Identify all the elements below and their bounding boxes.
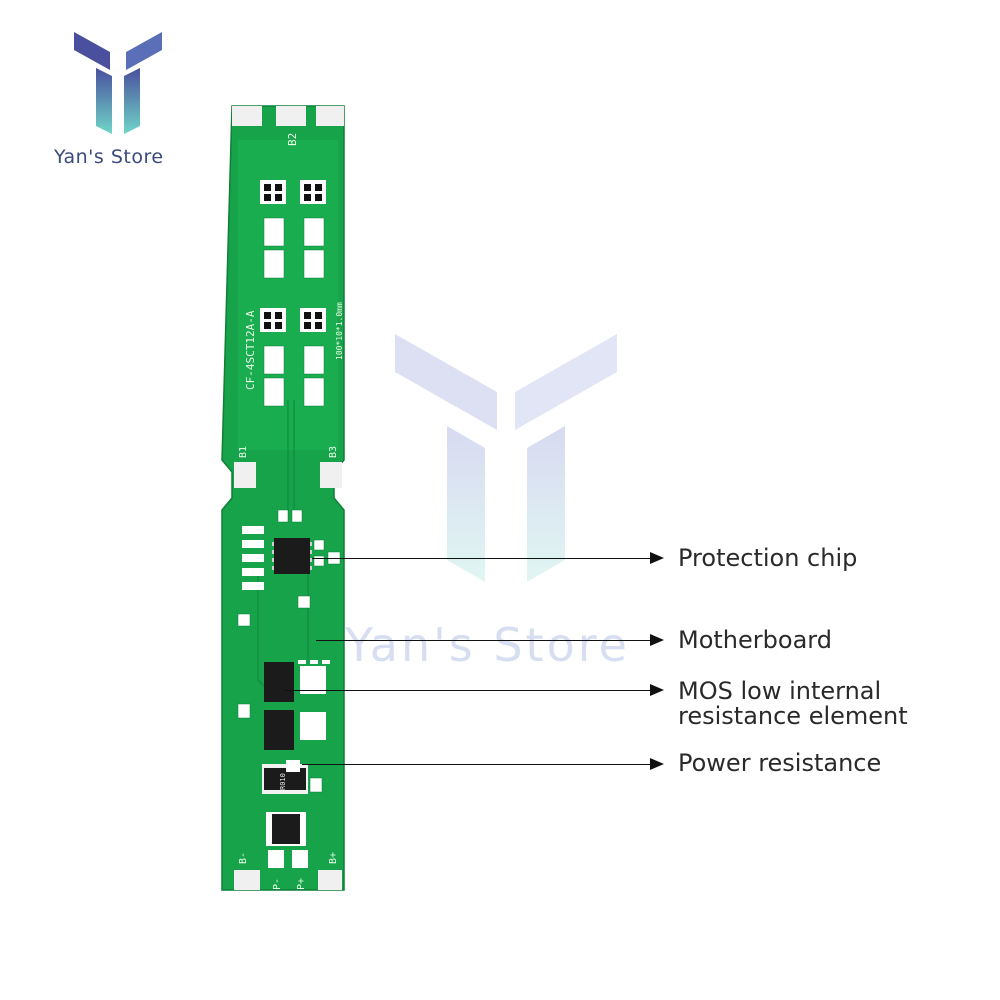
pcb-pad-label-p-plus: P+ — [296, 878, 307, 890]
pcb-resistor-code: R010 — [279, 773, 287, 790]
pcb-pad-label-b-plus: B+ — [328, 852, 339, 864]
callout-line-motherboard — [316, 640, 652, 641]
arrow-right-icon — [650, 552, 664, 564]
watermark-logo-icon — [395, 334, 617, 582]
callout-label-motherboard: Motherboard — [678, 626, 832, 654]
watermark-text: Yan's Store — [345, 618, 630, 672]
protection-board: B2 CF-4SCT12A-A 100*10*1.0mm B1 B3 R010 … — [221, 105, 345, 891]
pcb-pad-label-b1: B1 — [238, 446, 249, 458]
arrow-right-icon — [650, 758, 664, 770]
store-name: Yan's Store — [54, 146, 164, 168]
callout-line-mos — [284, 690, 652, 691]
callout-label-protection-chip: Protection chip — [678, 544, 858, 572]
pcb-pad-label-b3: B3 — [328, 446, 339, 458]
arrow-right-icon — [650, 634, 664, 646]
callout-line-protection-chip — [312, 558, 652, 559]
pcb-pad-label-b-minus: B- — [238, 852, 249, 864]
callout-line-power-resistance — [302, 764, 652, 765]
callout-label-power-resistance: Power resistance — [678, 749, 882, 777]
callout-label-mos: MOS low internal resistance element — [678, 677, 908, 730]
pcb-model-label: CF-4SCT12A-A — [244, 310, 257, 390]
pcb-spec-label: 100*10*1.0mm — [335, 302, 344, 360]
pcb-pad-label-b2: B2 — [286, 133, 299, 146]
pcb-pad-label-p-minus: P- — [272, 878, 283, 890]
arrow-right-icon — [650, 684, 664, 696]
store-logo-icon — [74, 32, 162, 134]
